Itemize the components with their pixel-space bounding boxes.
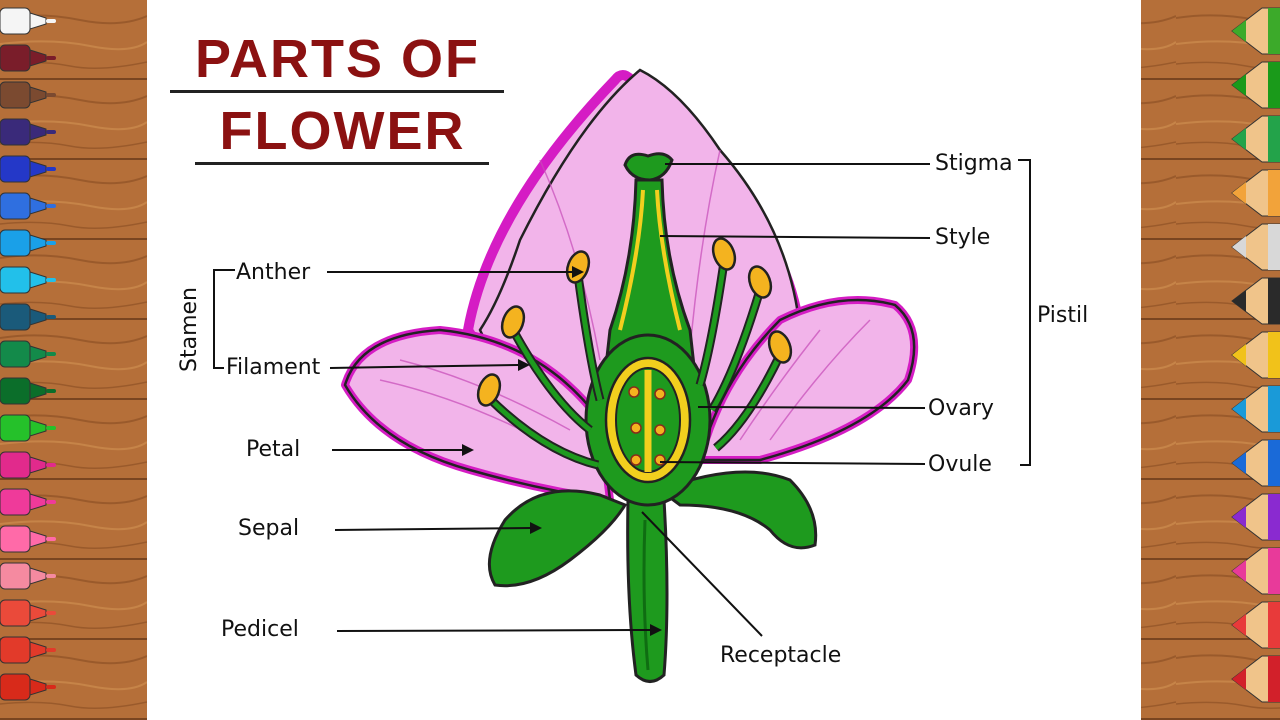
stamen-group xyxy=(476,237,793,470)
label-receptacle: Receptacle xyxy=(720,643,841,668)
label-filament: Filament xyxy=(226,355,321,380)
label-ovule: Ovule xyxy=(928,452,992,477)
stigma-tip xyxy=(623,152,674,182)
marker-row-left xyxy=(0,7,56,701)
label-anther: Anther xyxy=(236,260,311,285)
label-ovary: Ovary xyxy=(928,396,994,421)
pencil-row-right xyxy=(1231,7,1280,703)
label-petal: Petal xyxy=(246,437,300,462)
label-stamen: Stamen xyxy=(177,287,202,372)
pedicel-stalk xyxy=(626,498,669,683)
left-sepal xyxy=(487,489,628,588)
anther-5 xyxy=(747,265,773,299)
label-sepal: Sepal xyxy=(238,516,299,541)
anther-2 xyxy=(500,305,526,339)
label-style: Style xyxy=(935,225,990,250)
anther-4 xyxy=(711,237,737,271)
label-stigma: Stigma xyxy=(935,151,1013,176)
anther-3 xyxy=(476,373,502,407)
anther-6 xyxy=(767,330,793,364)
pointer-lines xyxy=(213,159,1031,637)
label-pistil: Pistil xyxy=(1037,303,1088,328)
title-underline-1 xyxy=(170,90,504,93)
title-line-2: FLOWER xyxy=(219,101,466,161)
arrow-heads xyxy=(462,266,662,636)
title-line-1: PARTS OF xyxy=(195,29,480,89)
right-sepal xyxy=(656,470,818,550)
title-underline-2 xyxy=(195,162,489,165)
label-pedicel: Pedicel xyxy=(221,617,299,642)
